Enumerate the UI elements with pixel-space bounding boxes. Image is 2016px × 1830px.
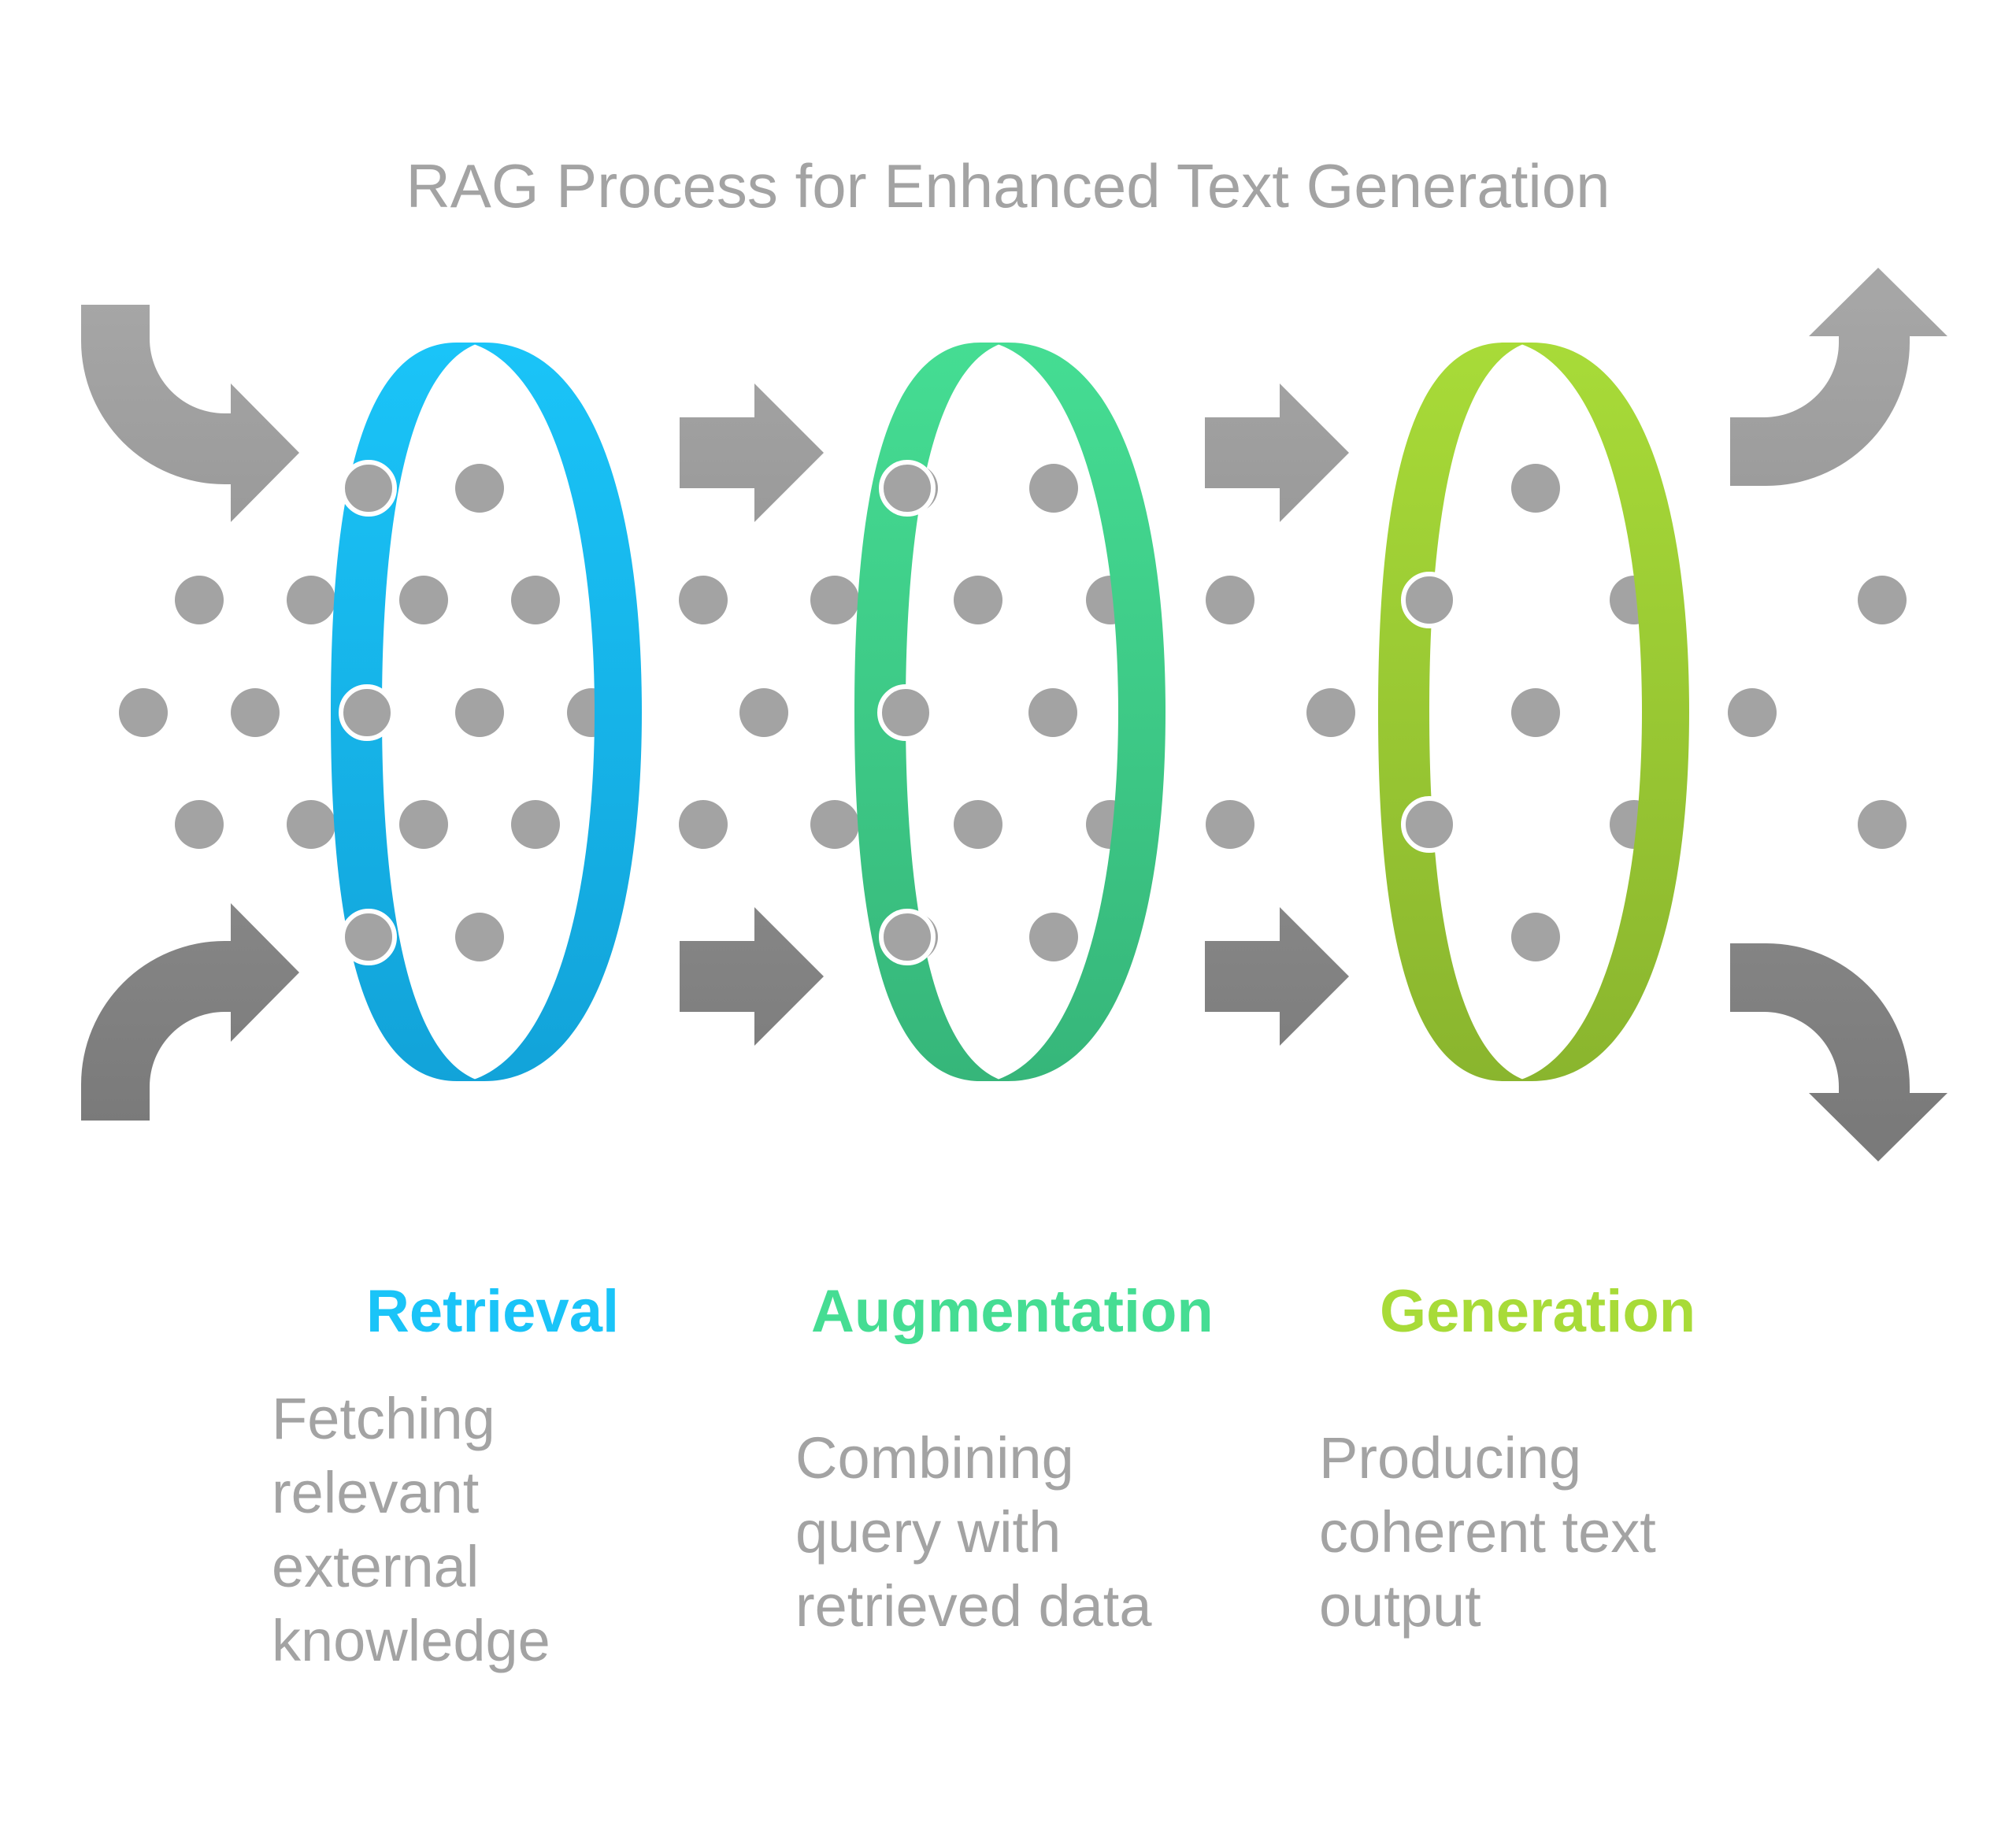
dot [1858, 576, 1907, 624]
ring-highlight-dots [339, 460, 1458, 965]
description-line: query with [795, 1499, 1062, 1565]
input-arrow-top-icon [81, 305, 299, 522]
dot [119, 688, 168, 737]
connector-arrow-2-top-icon [1205, 383, 1349, 522]
connector-arrow-1-top-icon [680, 383, 824, 522]
page-title: RAG Process for Enhanced Text Generation [406, 151, 1610, 220]
dot [1206, 576, 1254, 624]
dot [1306, 688, 1355, 737]
dot [231, 688, 280, 737]
stage-rings [331, 343, 1689, 1081]
stage-description-generation: Producing coherent text output [1319, 1421, 1656, 1643]
description-line: Producing [1319, 1425, 1582, 1491]
ring-back-half [992, 343, 1166, 1081]
ring-dot [339, 684, 395, 741]
ring-retrieval [331, 343, 642, 1081]
dot [1028, 688, 1077, 737]
ring-front-half [854, 343, 1004, 1081]
description-line: external [272, 1534, 480, 1599]
stage-name-augmentation: Augmentation [811, 1278, 1214, 1345]
dot [954, 800, 1002, 849]
ring-dot [1401, 796, 1458, 853]
description-line: retrieved data [795, 1573, 1152, 1639]
dot [1728, 688, 1777, 737]
dot [511, 800, 560, 849]
dot [1511, 688, 1560, 737]
dot [1511, 464, 1560, 513]
dot [1511, 913, 1560, 961]
dot [739, 688, 788, 737]
dot [810, 800, 859, 849]
dot [175, 800, 224, 849]
output-arrow-bottom-icon [1730, 943, 1947, 1161]
ring-dot [877, 684, 934, 741]
description-line: coherent text [1319, 1499, 1656, 1565]
dot [455, 464, 504, 513]
dot [511, 576, 560, 624]
ring-dot [340, 460, 397, 517]
description-line: Fetching [272, 1386, 495, 1451]
input-arrow-bottom-icon [81, 903, 299, 1121]
dot [175, 576, 224, 624]
connector-arrow-2-bottom-icon [1205, 907, 1349, 1046]
stage-name-retrieval: Retrieval [366, 1278, 620, 1345]
connector-arrow-1-bottom-icon [680, 907, 824, 1046]
dot [679, 800, 728, 849]
stage-name-generation: Generation [1380, 1278, 1696, 1345]
dot [455, 688, 504, 737]
dot [1206, 800, 1254, 849]
dot [810, 576, 859, 624]
description-line: knowledge [272, 1608, 550, 1673]
output-arrow-top-icon [1730, 268, 1947, 486]
description-line: Combining [795, 1425, 1074, 1491]
dot [399, 800, 448, 849]
dot [1858, 800, 1907, 849]
dot [1029, 913, 1078, 961]
dot [399, 576, 448, 624]
ring-dot [879, 909, 936, 965]
dot [287, 576, 335, 624]
stage-description-augmentation: Combining query with retrieved data [795, 1421, 1152, 1643]
description-line: output [1319, 1573, 1481, 1639]
ring-front-half [1378, 343, 1528, 1081]
ring-dot [879, 460, 936, 517]
dot [954, 576, 1002, 624]
ring-generation [1378, 343, 1689, 1081]
ring-back-half [469, 343, 642, 1081]
ring-front-half [331, 343, 480, 1081]
ring-back-half [1516, 343, 1689, 1081]
ring-dot [1401, 572, 1458, 628]
dot [1029, 464, 1078, 513]
dot [287, 800, 335, 849]
dot [455, 913, 504, 961]
ring-dot [340, 909, 397, 965]
description-line: relevant [272, 1460, 480, 1525]
ring-augmentation [854, 343, 1166, 1081]
dot [679, 576, 728, 624]
stage-description-retrieval: Fetching relevant external knowledge [272, 1382, 550, 1678]
